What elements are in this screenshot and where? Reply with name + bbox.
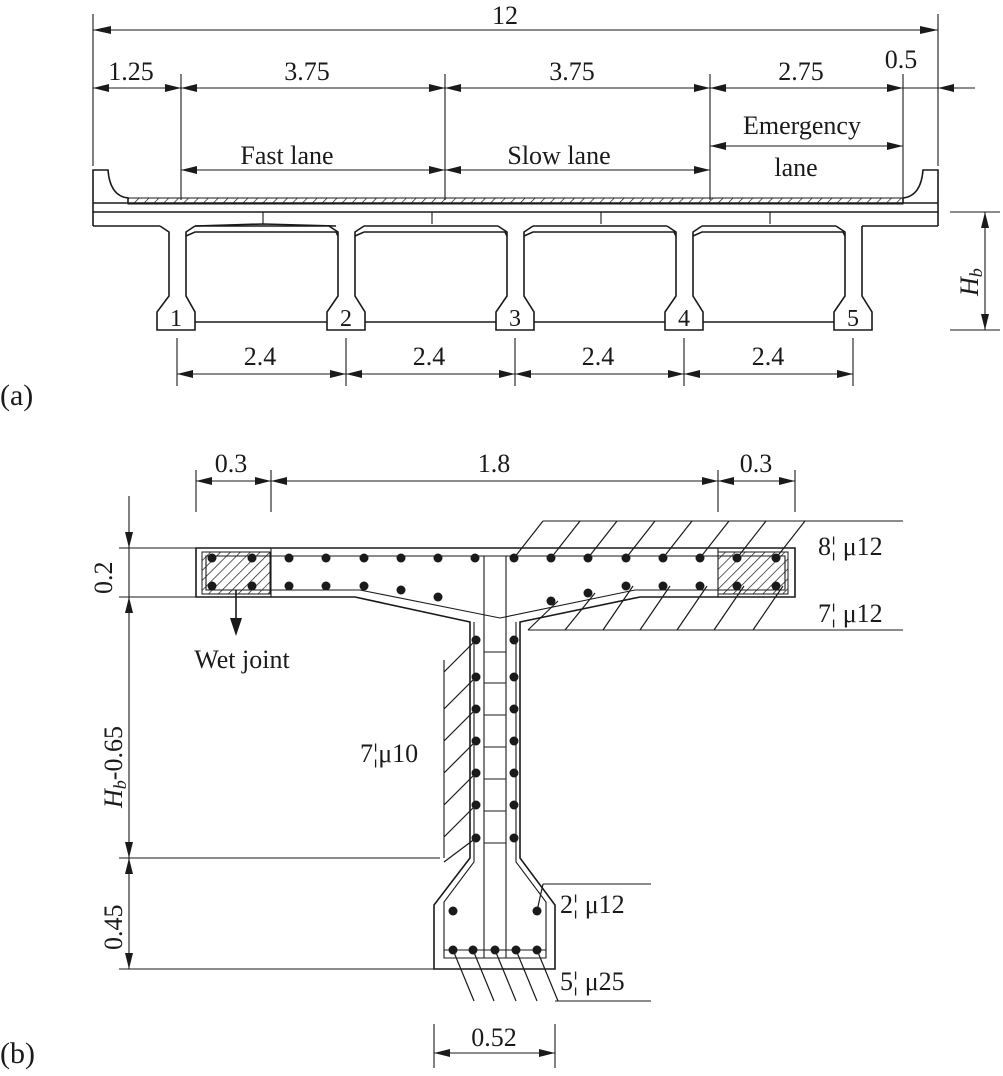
rebar-bulb-label: 2¦ μ12 <box>560 890 625 919</box>
fast-lane-label: Fast lane <box>240 141 333 170</box>
dim-web-suffix: -0.65 <box>99 726 128 780</box>
segment-3-label: 3.75 <box>549 57 595 86</box>
overall-width-dimension: 12 <box>92 1 939 166</box>
girder-3-label: 3 <box>509 306 521 332</box>
dim-web-subscript: b <box>110 780 130 789</box>
spacing-3-label: 2.4 <box>582 342 615 371</box>
girder-spacing-dimensions: 2.4 2.4 2.4 2.4 <box>176 338 854 386</box>
flange-mid-label: 1.8 <box>478 449 511 478</box>
vertical-dimensions: 0.2 Hb-0.65 0.45 <box>89 496 440 970</box>
rebar-bottom-label: 5¦ μ25 <box>560 967 625 996</box>
wet-joint-callout: Wet joint <box>194 590 290 674</box>
dim-top-label: 0.2 <box>89 562 118 595</box>
hb-label: Hb <box>955 268 986 297</box>
rebar-dots <box>207 553 781 955</box>
segment-2-label: 3.75 <box>284 57 330 86</box>
pavement-layer <box>127 197 904 205</box>
segment-4-label: 2.75 <box>778 57 824 86</box>
t-beam-section <box>195 547 796 970</box>
deck-structure <box>92 169 939 227</box>
girders: 1 2 3 4 5 <box>156 223 873 332</box>
emergency-lane-label-2: lane <box>774 153 817 182</box>
dim-web-label: Hb-0.65 <box>99 726 130 809</box>
bottom-width-dimension: 0.52 <box>433 1023 556 1068</box>
spacing-2-label: 2.4 <box>413 342 446 371</box>
bottom-width-label: 0.52 <box>471 1023 517 1052</box>
dim-bottom-label: 0.45 <box>99 905 128 951</box>
hb-subscript: b <box>966 268 986 277</box>
slow-lane-label: Slow lane <box>507 141 610 170</box>
rebar-web-label: 7¦μ10 <box>360 739 418 768</box>
spacing-4-label: 2.4 <box>752 342 785 371</box>
girder-1-label: 1 <box>170 306 182 332</box>
panel-a-label: (a) <box>0 379 33 412</box>
girder-5-label: 5 <box>847 306 859 332</box>
panel-b-label: (b) <box>0 1037 35 1070</box>
rebar-flange-bottom-label: 7¦ μ12 <box>818 599 883 628</box>
rebar-leaders <box>443 520 903 1002</box>
segment-1-label: 1.25 <box>108 57 154 86</box>
flange-width-dimensions: 0.3 1.8 0.3 <box>195 449 796 512</box>
spacing-1-label: 2.4 <box>244 342 277 371</box>
flange-right-label: 0.3 <box>740 449 773 478</box>
wet-joint-label: Wet joint <box>194 645 290 674</box>
lane-labels: Fast lane Slow lane Emergency lane <box>181 111 903 182</box>
overall-width-label: 12 <box>492 1 518 30</box>
hb-symbol: H <box>955 276 984 297</box>
segment-dimensions: 1.25 3.75 3.75 2.75 0.5 <box>93 45 975 200</box>
rebar-top-label: 8¦ μ12 <box>818 532 883 561</box>
girder-4-label: 4 <box>678 306 690 332</box>
emergency-lane-label-1: Emergency <box>743 111 861 140</box>
height-hb-dimension: Hb <box>950 211 1000 331</box>
panel-a: 12 1.25 3.75 3.75 2.75 0.5 <box>0 1 1000 412</box>
panel-b: 0.3 1.8 0.3 0.2 Hb-0.65 0.45 <box>0 449 903 1070</box>
flange-left-label: 0.3 <box>215 449 248 478</box>
dim-web-symbol: H <box>99 788 128 809</box>
girder-2-label: 2 <box>340 306 352 332</box>
segment-5-label: 0.5 <box>885 45 918 74</box>
rebar-labels: 8¦ μ12 7¦ μ12 7¦μ10 2¦ μ12 5¦ μ25 <box>360 532 883 996</box>
